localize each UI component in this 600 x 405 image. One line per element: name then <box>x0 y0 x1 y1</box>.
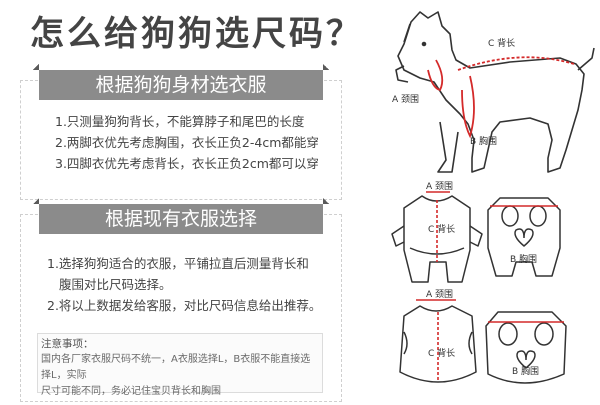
garment2-chest-label: B 胸围 <box>512 365 539 377</box>
garment2-neck-label: A 颈围 <box>426 289 453 300</box>
section-heading: 根据现有衣服选择 <box>33 198 329 234</box>
garment2-back <box>485 311 567 384</box>
garment1-back-label: C 背长 <box>428 223 455 235</box>
instruction-line: 1.只测量狗狗背长，不能算脖子和尾巴的长度 <box>55 114 305 129</box>
notice-title: 注意事项： <box>41 338 94 350</box>
instruction-line: 腹围对比尺码选择。 <box>59 277 172 292</box>
dog-measure-lines <box>427 56 575 139</box>
instruction-list: 1.只测量狗狗背长，不能算脖子和尾巴的长度 2.两脚衣优先考虑胸围，衣长正负2-… <box>55 111 319 174</box>
section-body-size: 根据狗狗身材选衣服 1.只测量狗狗背长，不能算脖子和尾巴的长度 2.两脚衣优先考… <box>20 64 342 200</box>
garment1-measure-lines <box>426 191 558 262</box>
dog-illustration <box>395 11 595 173</box>
page-title: 怎么给狗狗选尺码？ <box>30 14 363 54</box>
garment1-neck-label: A 颈围 <box>426 181 453 192</box>
section-heading: 根据狗狗身材选衣服 <box>33 64 329 100</box>
garment1-chest-label: B 胸围 <box>510 253 537 265</box>
notice-box: 注意事项： 国内各厂家衣服尺码不统一，A衣服选择L，B衣服不能直接选择L，实际 … <box>37 333 323 397</box>
instruction-line: 3.四脚衣优先考虑背长，衣长正负2cm都可以穿 <box>55 156 319 171</box>
garment1-front <box>391 195 483 283</box>
section-existing-clothes: 根据现有衣服选择 1.选择狗狗适合的衣服，平铺拉直后测量背长和 腹围对比尺码选择… <box>20 198 342 402</box>
garment2-back-label: C 背长 <box>428 347 455 359</box>
dog-back-label: C 背长 <box>488 37 515 49</box>
garment2-front <box>399 305 477 383</box>
instruction-list: 1.选择狗狗适合的衣服，平铺拉直后测量背长和 腹围对比尺码选择。 2.将以上数据… <box>47 253 321 316</box>
notice-line: 尺寸可能不同，务必记住宝贝背长和胸围 <box>41 386 221 397</box>
dog-chest-label: B 胸围 <box>470 135 497 147</box>
dog-neck-label: A 颈围 <box>392 94 419 105</box>
notice-line: 国内各厂家衣服尺码不统一，A衣服选择L，B衣服不能直接选择L，实际 <box>41 354 311 381</box>
garment2-measure-lines <box>416 299 564 382</box>
instruction-line: 1.选择狗狗适合的衣服，平铺拉直后测量背长和 <box>47 256 309 271</box>
instruction-line: 2.将以上数据发给客服，对比尺码信息给出推荐。 <box>47 298 322 313</box>
instruction-line: 2.两脚衣优先考虑胸围，衣长正负2-4cm都能穿 <box>55 135 319 150</box>
